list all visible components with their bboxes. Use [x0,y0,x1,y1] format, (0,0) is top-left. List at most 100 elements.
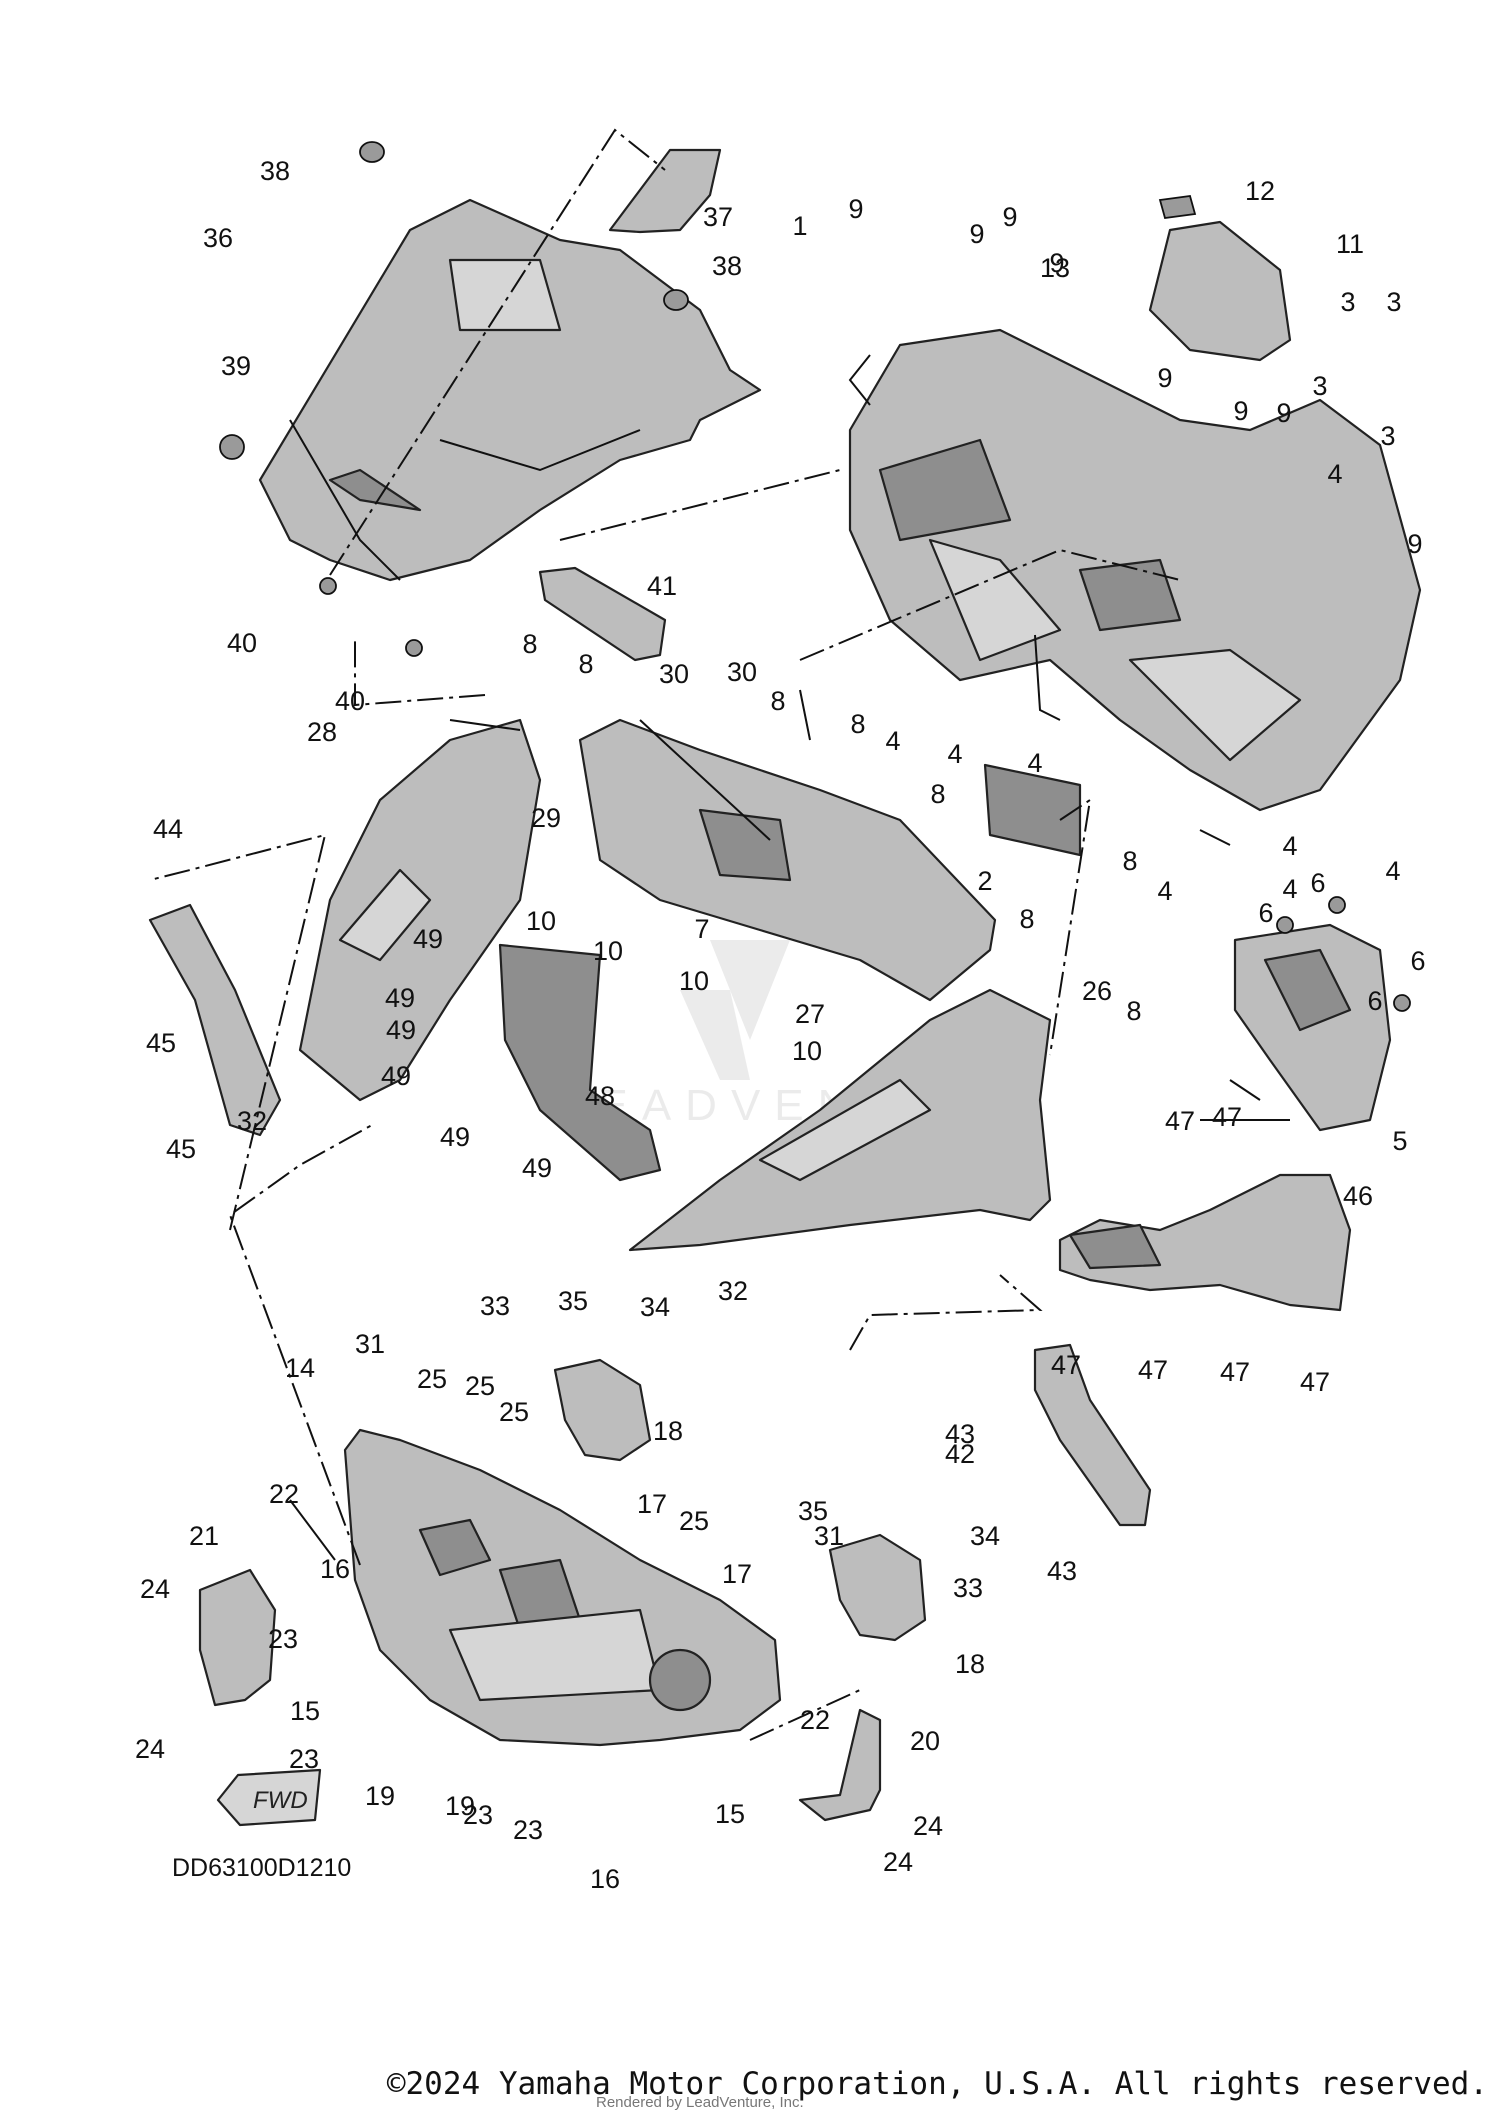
callout-number[interactable]: 2 [977,866,992,896]
callout-number[interactable]: 22 [269,1479,299,1509]
part-48-plate[interactable] [498,943,662,1182]
part-42-strip[interactable] [1033,1343,1152,1527]
callout-number[interactable]: 8 [1019,904,1034,934]
callout-number[interactable]: 31 [814,1521,844,1551]
part-44-strip[interactable] [148,903,282,1137]
callout-number[interactable]: 24 [140,1574,170,1604]
part-2-pad[interactable] [983,763,1082,857]
callout-number[interactable]: 19 [445,1791,475,1821]
callout-number[interactable]: 28 [307,717,337,747]
callout-number[interactable]: 9 [1233,396,1248,426]
callout-number[interactable]: 4 [885,726,900,756]
callout-number[interactable]: 17 [637,1489,667,1519]
callout-number[interactable]: 4 [1327,459,1342,489]
callout-number[interactable]: 6 [1410,946,1425,976]
callout-number[interactable]: 40 [227,628,257,658]
callout-number[interactable]: 35 [798,1496,828,1526]
callout-number[interactable]: 8 [930,779,945,809]
callout-number[interactable]: 4 [1282,831,1297,861]
callout-number[interactable]: 30 [727,657,757,687]
callout-number[interactable]: 38 [712,251,742,281]
part-36-front-cowl[interactable] [258,198,762,582]
part-40-clip-b[interactable] [405,639,423,657]
callout-number[interactable]: 34 [640,1292,670,1322]
callout-number[interactable]: 14 [285,1353,315,1383]
callout-number[interactable]: 15 [715,1799,745,1829]
part-38-grommet[interactable] [359,141,385,163]
callout-number[interactable]: 25 [499,1397,529,1427]
callout-number[interactable]: 25 [679,1506,709,1536]
callout-number[interactable]: 5 [1392,1126,1407,1156]
callout-number[interactable]: 27 [795,999,825,1029]
callout-number[interactable]: 25 [465,1371,495,1401]
callout-number[interactable]: 40 [335,686,365,716]
part-12-clip[interactable] [1158,195,1197,219]
part-40-clip[interactable] [319,577,337,595]
callout-number[interactable]: 23 [289,1744,319,1774]
callout-number[interactable]: 16 [320,1554,350,1584]
callout-number[interactable]: 15 [290,1696,320,1726]
part-6-clip-b[interactable] [1328,896,1346,914]
part-11-panel[interactable] [1148,220,1292,362]
callout-number[interactable]: 32 [718,1276,748,1306]
part-6-clip-a[interactable] [1276,916,1294,934]
callout-number[interactable]: 49 [386,1015,416,1045]
callout-number[interactable]: 9 [1157,363,1172,393]
callout-number[interactable]: 13 [1040,253,1070,283]
callout-number[interactable]: 3 [1340,287,1355,317]
callout-number[interactable]: 9 [969,219,984,249]
callout-number[interactable]: 9 [1002,202,1017,232]
callout-number[interactable]: 24 [883,1847,913,1877]
callout-number[interactable]: 47 [1220,1357,1250,1387]
callout-number[interactable]: 21 [189,1521,219,1551]
callout-number[interactable]: 7 [694,914,709,944]
callout-number[interactable]: 16 [590,1864,620,1894]
callout-number[interactable]: 41 [647,571,677,601]
callout-number[interactable]: 46 [1343,1181,1373,1211]
callout-number[interactable]: 45 [166,1134,196,1164]
callout-number[interactable]: 30 [659,659,689,689]
part-37-bracket[interactable] [608,148,722,234]
callout-number[interactable]: 8 [578,649,593,679]
callout-number[interactable]: 49 [440,1122,470,1152]
callout-number[interactable]: 17 [722,1559,752,1589]
callout-number[interactable]: 23 [268,1624,298,1654]
callout-number[interactable]: 42 [945,1439,975,1469]
callout-number[interactable]: 10 [679,966,709,996]
callout-number[interactable]: 11 [1336,229,1364,259]
callout-number[interactable]: 49 [381,1061,411,1091]
callout-number[interactable]: 31 [355,1329,385,1359]
callout-number[interactable]: 8 [1122,846,1137,876]
callout-number[interactable]: 8 [522,629,537,659]
callout-number[interactable]: 23 [463,1800,493,1830]
callout-number[interactable]: 9 [1276,398,1291,428]
callout-number[interactable]: 4 [947,739,962,769]
callout-number[interactable]: 4 [1385,856,1400,886]
callout-number[interactable]: 20 [910,1726,940,1756]
callout-number[interactable]: 8 [850,709,865,739]
callout-number[interactable]: 3 [1386,287,1401,317]
callout-number[interactable]: 8 [1126,996,1141,1026]
callout-number[interactable]: 24 [913,1811,943,1841]
callout-number[interactable]: 49 [385,983,415,1013]
part-21-left-plate[interactable] [198,1568,277,1707]
callout-number[interactable]: 48 [585,1081,615,1111]
callout-number[interactable]: 18 [955,1649,985,1679]
callout-number[interactable]: 18 [653,1416,683,1446]
callout-number[interactable]: 26 [1082,976,1112,1006]
callout-number[interactable]: 23 [513,1815,543,1845]
callout-number[interactable]: 10 [526,906,556,936]
callout-number[interactable]: 4 [1282,874,1297,904]
callout-number[interactable]: 47 [1212,1102,1242,1132]
callout-number[interactable]: 47 [1165,1106,1195,1136]
callout-number[interactable]: 47 [1051,1350,1081,1380]
callout-number[interactable]: 43 [945,1419,975,1449]
callout-number[interactable]: 29 [531,803,561,833]
callout-number[interactable]: 4 [1157,876,1172,906]
part-33-bracket[interactable] [553,1358,652,1462]
callout-number[interactable]: 44 [153,814,183,844]
callout-number[interactable]: 24 [135,1734,165,1764]
callout-number[interactable]: 33 [953,1573,983,1603]
part-46-panel[interactable] [1058,1173,1352,1312]
callout-number[interactable]: 3 [1312,371,1327,401]
